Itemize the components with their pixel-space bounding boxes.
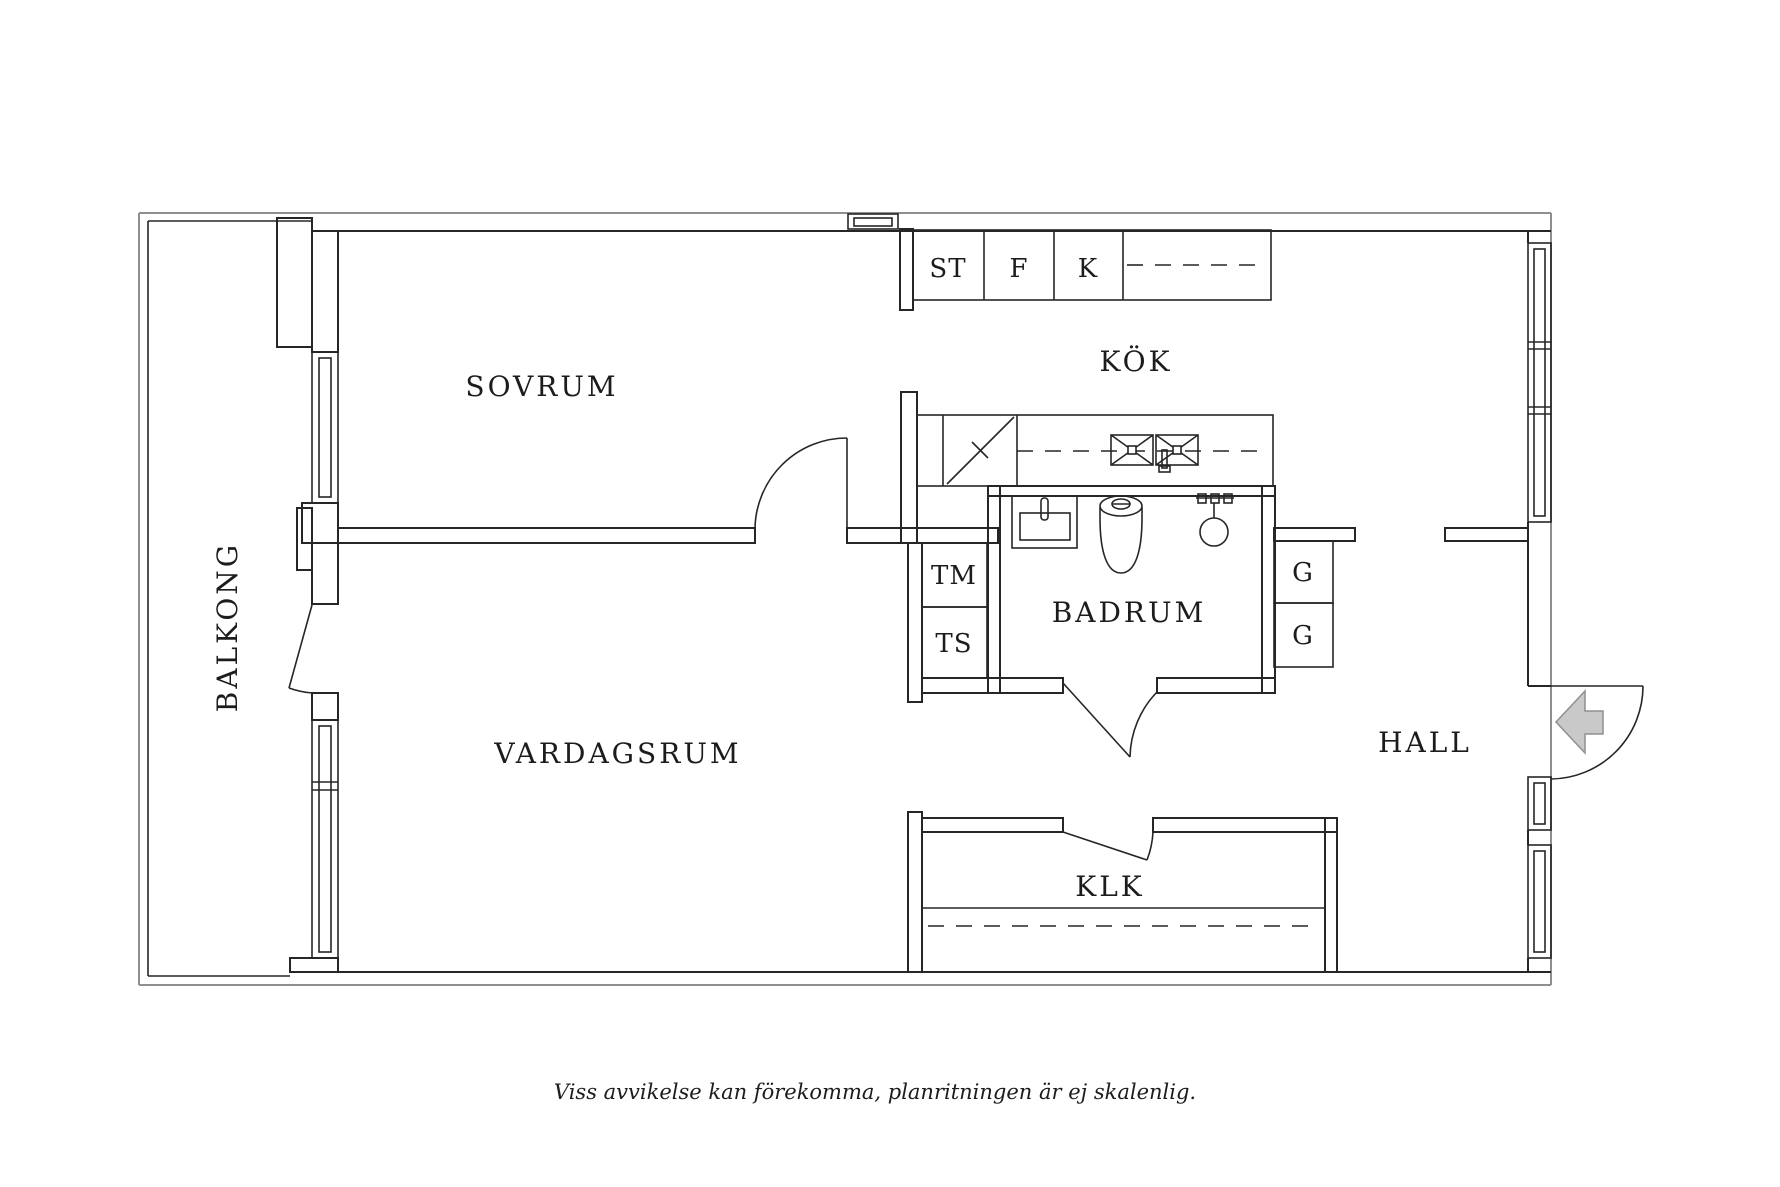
closet-g2-box [1273, 602, 1334, 668]
closets [921, 540, 1334, 927]
closet-label-g1: G [1292, 558, 1314, 588]
room-label-badrum: BADRUM [1052, 596, 1207, 629]
closet-ts-box [921, 606, 988, 679]
room-label-hall: HALL [1378, 726, 1472, 759]
vent-shaft [847, 213, 899, 230]
appliance-label-tm: TM [931, 561, 977, 591]
kitchen-counter [916, 414, 1274, 487]
room-label-balkong: BALKONG [211, 542, 244, 712]
shower [1196, 493, 1234, 547]
windows [311, 242, 1552, 959]
washbasin [1011, 495, 1078, 549]
exterior-outline [138, 212, 1552, 986]
appliance-label-ts: TS [935, 629, 972, 659]
appliance-label-st: ST [929, 254, 966, 284]
room-label-klk: KLK [1075, 870, 1144, 903]
room-label-sovrum: SOVRUM [465, 370, 618, 403]
labels: SOVRUM KÖK VARDAGSRUM BADRUM HALL KLK BA… [211, 254, 1472, 1104]
entrance-arrow [1554, 689, 1604, 755]
room-label-vardagsrum: VARDAGSRUM [493, 737, 741, 770]
faucet-icon [1161, 449, 1168, 469]
toilet [1099, 495, 1143, 574]
closet-label-g2: G [1292, 621, 1314, 651]
doors [288, 437, 1644, 861]
room-label-kok: KÖK [1099, 344, 1172, 378]
walls [276, 217, 1551, 973]
kitchen-fixtures [847, 213, 1274, 487]
balcony-outline [147, 220, 312, 977]
disclaimer-text: Viss avvikelse kan förekomma, planritnin… [554, 1080, 1196, 1104]
entrance-arrow-icon [1554, 689, 1604, 755]
bathroom-fixtures [1011, 493, 1234, 574]
kitchen-upper-cabinets [912, 229, 1272, 301]
sink-double [1110, 434, 1199, 473]
appliance-label-k: K [1078, 254, 1098, 284]
appliance-label-f: F [1009, 254, 1028, 284]
